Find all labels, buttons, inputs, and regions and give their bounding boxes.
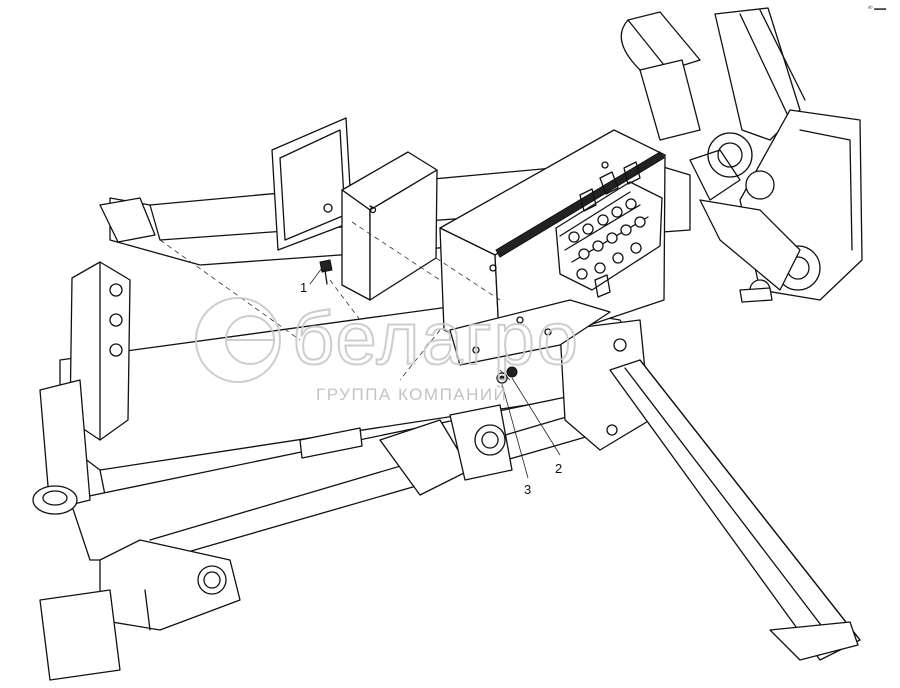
leader-lines bbox=[501, 377, 561, 479]
watermark: белагро ГРУППА КОМПАНИЙ bbox=[195, 296, 580, 404]
electrical-box bbox=[341, 151, 438, 301]
left-mast bbox=[32, 261, 131, 515]
washer-part-3 bbox=[496, 372, 508, 384]
bolt-part-1 bbox=[309, 259, 333, 285]
watermark-brand: белагро bbox=[292, 297, 580, 380]
upper-boom-arm bbox=[620, 7, 863, 303]
nut-part-2 bbox=[506, 366, 518, 378]
callout-label-1: 1 bbox=[300, 280, 307, 295]
mounting-plate bbox=[449, 299, 611, 366]
corner-mark: ᵃᵇ ▬▬ bbox=[868, 5, 886, 12]
watermark-logo-outer bbox=[195, 297, 281, 383]
hydraulic-distributor bbox=[555, 161, 663, 298]
callout-label-2: 2 bbox=[555, 461, 562, 476]
callout-label-3: 3 bbox=[524, 482, 531, 497]
lower-beam-end bbox=[39, 427, 363, 681]
stabilizer-leg bbox=[609, 359, 861, 661]
watermark-subtitle: ГРУППА КОМПАНИЙ bbox=[316, 385, 507, 404]
center-hinge-bracket bbox=[379, 319, 651, 496]
assembly-lines bbox=[159, 221, 511, 381]
